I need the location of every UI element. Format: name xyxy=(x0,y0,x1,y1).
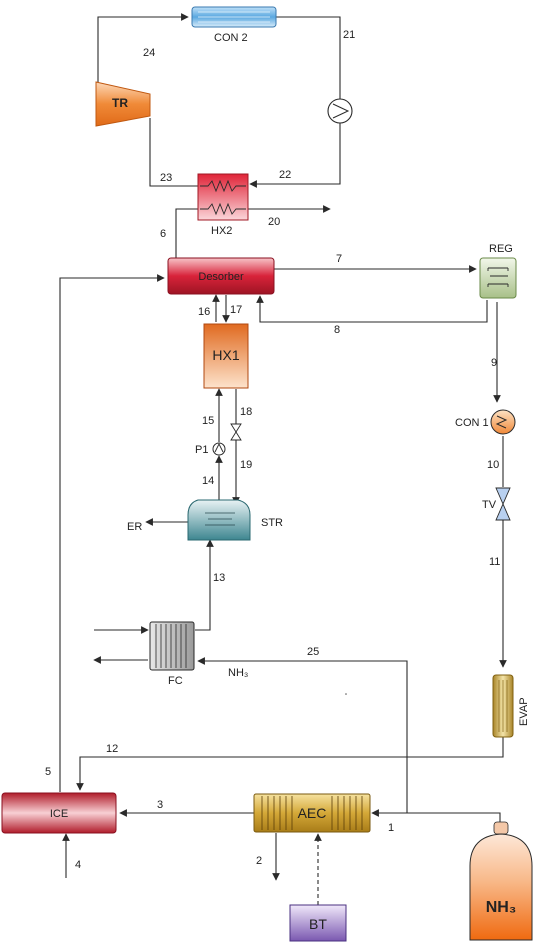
reg-label: REG xyxy=(489,243,513,255)
stream-8: 8 xyxy=(334,324,340,336)
nh3-tank-label: NH₃ xyxy=(486,899,517,916)
stream-6: 6 xyxy=(160,228,166,240)
stream-7: 7 xyxy=(336,253,342,265)
stream-20: 20 xyxy=(268,216,280,228)
pipes-desorber-reg xyxy=(256,265,507,668)
reg-regenerator: REG xyxy=(479,243,517,299)
desorber-label: Desorber xyxy=(198,271,244,283)
fc-label: FC xyxy=(168,675,183,687)
stream-11: 11 xyxy=(489,556,500,568)
tv-label: TV xyxy=(482,499,497,511)
nh3-fc-label: NH₃ xyxy=(228,667,248,679)
stream-19: 19 xyxy=(240,459,252,471)
evap-label: EVAP xyxy=(518,697,530,726)
er-label: ER xyxy=(127,521,142,533)
fc-fuel-cell: FC NH₃ xyxy=(149,621,248,687)
pipes-str-fc xyxy=(93,518,408,813)
stream-1: 1 xyxy=(388,822,394,834)
stream-23: 23 xyxy=(160,172,172,184)
stream-21: 21 xyxy=(343,29,355,41)
pipes-aec xyxy=(62,809,501,905)
desorber: Desorber xyxy=(167,257,275,295)
bt-battery: BT xyxy=(289,904,347,942)
bt-label: BT xyxy=(309,916,327,932)
p1-pump: P1 xyxy=(195,442,226,456)
tr-turbine: TR xyxy=(95,81,151,127)
con1-condenser: CON 1 xyxy=(455,409,516,435)
str-storage-tank: STR ER xyxy=(127,499,283,541)
stream-3: 3 xyxy=(157,799,163,811)
ice-label: ICE xyxy=(50,808,68,820)
stream-15: 15 xyxy=(202,415,214,427)
stream-22: 22 xyxy=(279,169,291,181)
pump-con2-loop xyxy=(327,98,353,124)
stream-18: 18 xyxy=(240,406,252,418)
nh3-tank: NH₃ xyxy=(469,821,533,941)
stream-25: 25 xyxy=(307,646,319,658)
pipes-ice-desorber xyxy=(59,274,165,792)
stream-9: 9 xyxy=(491,357,497,369)
aec-label: AEC xyxy=(298,805,327,821)
pipes-evap-ice xyxy=(76,737,504,791)
hx2-heat-exchanger: HX2 xyxy=(197,173,249,237)
evap-evaporator: EVAP xyxy=(492,674,530,738)
stream-2: 2 xyxy=(256,855,262,867)
con2-condenser: CON 2 xyxy=(191,6,277,44)
hx2-label: HX2 xyxy=(211,225,232,237)
pipes-con2-loop xyxy=(97,13,341,188)
valve-stream-18 xyxy=(230,423,242,441)
stream-16: 16 xyxy=(198,306,210,318)
stream-5: 5 xyxy=(45,766,51,778)
stream-24: 24 xyxy=(143,47,155,59)
ice-engine: ICE xyxy=(1,792,117,834)
aec-electrolyzer: AEC xyxy=(253,793,371,833)
con1-label: CON 1 xyxy=(455,417,489,429)
con2-label: CON 2 xyxy=(214,32,248,44)
tv-throttle-valve: TV xyxy=(482,487,511,521)
str-label: STR xyxy=(261,517,283,529)
stream-4: 4 xyxy=(75,859,81,871)
hx1-label: HX1 xyxy=(212,347,239,363)
stream-labels: 1 2 3 4 5 6 7 8 9 10 11 12 13 14 15 16 1… xyxy=(45,29,500,871)
stream-14: 14 xyxy=(202,475,214,487)
stream-10: 10 xyxy=(487,459,499,471)
pipes-hx1 xyxy=(212,294,240,507)
tr-label: TR xyxy=(112,96,128,110)
stream-17: 17 xyxy=(230,304,242,316)
stream-12: 12 xyxy=(106,743,118,755)
hx1-heat-exchanger: HX1 xyxy=(203,323,249,389)
p1-label: P1 xyxy=(195,444,208,456)
stream-13: 13 xyxy=(213,572,225,584)
stray-dot xyxy=(345,693,347,695)
